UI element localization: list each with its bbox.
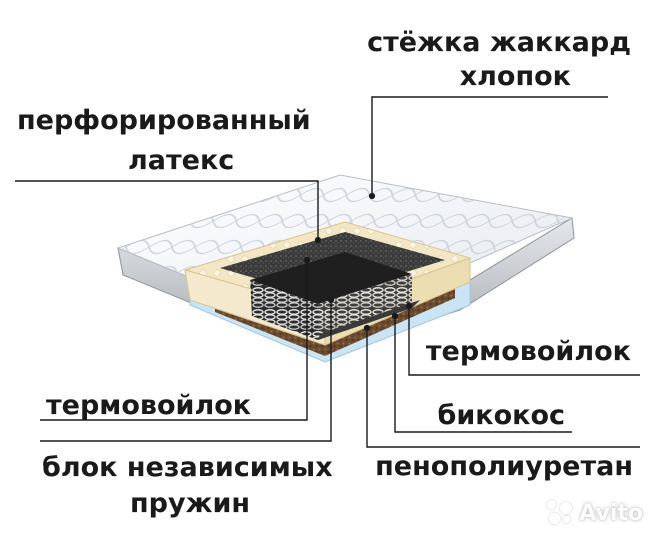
leader-felt-left [40, 260, 308, 421]
label-bicoconut: бикокос [437, 400, 565, 431]
watermark-text: Avito [579, 500, 643, 526]
layer-springs-front [250, 280, 318, 340]
layer-felt-bottom [318, 300, 420, 340]
layer-springs [250, 252, 412, 304]
watermark: Avito [547, 500, 643, 526]
leader-foam [366, 328, 640, 448]
leader-springs [40, 300, 332, 442]
layer-springs-right [318, 274, 412, 340]
label-quilting-line1: стёжка жаккард [367, 27, 631, 58]
label-springs-line1: блок независимых [42, 452, 333, 483]
leader-bicoconut [394, 316, 572, 433]
leader-latex [15, 180, 319, 240]
label-felt-right: термовойлок [425, 336, 631, 367]
leader-felt-right [408, 306, 640, 376]
leader-quilting [371, 96, 608, 196]
mattress-illustration [116, 174, 575, 363]
label-springs-line2: пружин [130, 488, 251, 519]
label-felt-left: термовойлок [46, 390, 252, 421]
label-latex-line1: перфорированный [17, 105, 311, 136]
label-foam: пенополиуретан [375, 451, 633, 482]
label-quilting-line2: хлопок [459, 61, 571, 92]
label-latex-line2: латекс [128, 145, 235, 176]
avito-dots-icon [547, 500, 573, 526]
leader-lines [15, 96, 640, 448]
